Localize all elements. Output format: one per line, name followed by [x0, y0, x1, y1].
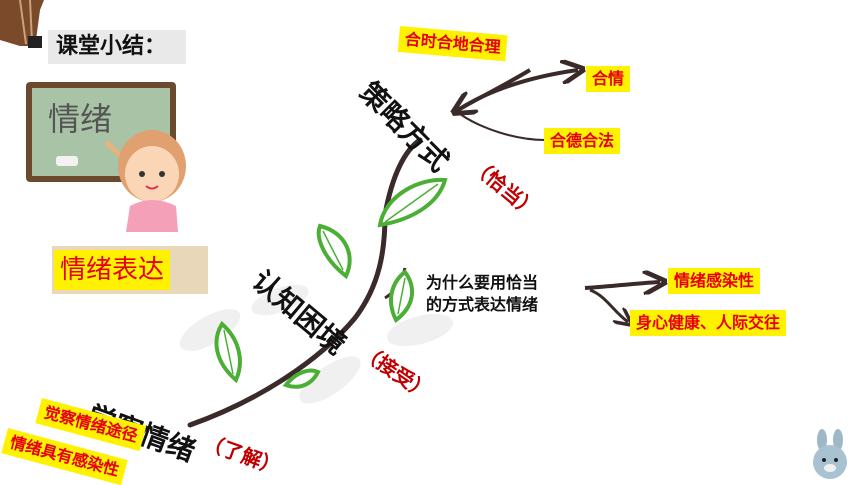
- question-line-2: 的方式表达情绪: [426, 295, 539, 314]
- expression-label: 情绪表达: [54, 250, 171, 290]
- summary-title: 课堂小结：: [48, 30, 186, 64]
- arrow-to-answer-1: [584, 282, 660, 288]
- corner-decoration: [0, 0, 44, 48]
- question-answer: 情绪感染性: [668, 268, 761, 294]
- teacher-illustration: [26, 82, 186, 232]
- question-line-1: 为什么要用恰当: [426, 273, 539, 292]
- arrow-top-item: [458, 68, 532, 110]
- arrow-bottom-item: [459, 113, 546, 141]
- bunny-icon: [813, 429, 847, 479]
- background-leaves: [179, 284, 454, 404]
- strategy-item-bottom: 合德合法: [544, 128, 621, 154]
- question-text: 为什么要用恰当 的方式表达情绪: [426, 272, 538, 316]
- board-word: 情绪: [48, 100, 113, 138]
- strategy-item-right: 合情: [586, 66, 631, 92]
- question-answer: 身心健康、人际交往: [630, 310, 787, 336]
- main-branch: [187, 137, 423, 428]
- arrow-to-answer-2: [589, 288, 628, 322]
